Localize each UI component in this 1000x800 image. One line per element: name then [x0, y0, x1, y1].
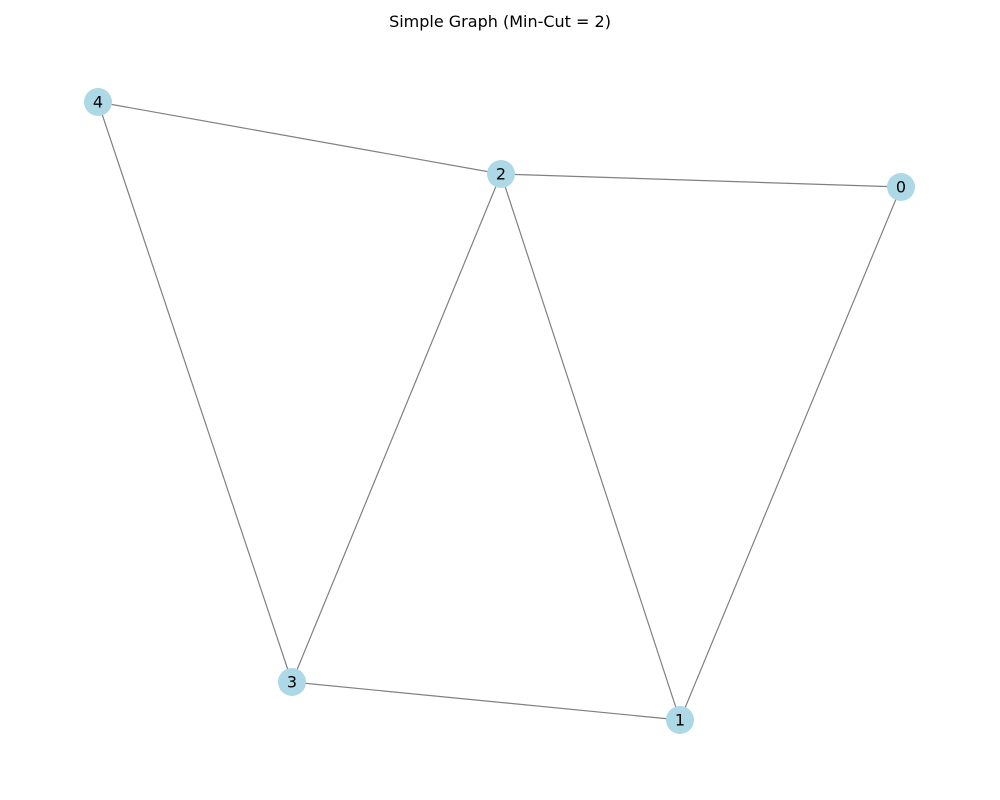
edge-4-2 — [97, 101, 502, 175]
node-circle-1 — [666, 706, 694, 734]
node-label-2: 2 — [496, 165, 506, 184]
edge-3-1 — [291, 681, 681, 721]
node-label-1: 1 — [675, 711, 685, 730]
node-circle-2 — [487, 160, 515, 188]
edge-2-1 — [500, 173, 681, 721]
node-0: 0 — [887, 173, 915, 201]
edge-2-0 — [500, 173, 902, 188]
edge-2-3 — [291, 173, 502, 683]
node-2: 2 — [487, 160, 515, 188]
node-1: 1 — [666, 706, 694, 734]
edges-layer — [97, 101, 902, 721]
node-3: 3 — [278, 668, 306, 696]
node-circle-0 — [887, 173, 915, 201]
node-label-3: 3 — [287, 673, 297, 692]
edge-0-1 — [679, 186, 902, 721]
node-label-4: 4 — [93, 93, 103, 112]
edge-4-3 — [97, 101, 293, 683]
node-circle-4 — [84, 88, 112, 116]
node-circle-3 — [278, 668, 306, 696]
node-4: 4 — [84, 88, 112, 116]
nodes-layer: 0 1 2 3 4 — [84, 88, 915, 734]
node-label-0: 0 — [896, 178, 906, 197]
graph-title: Simple Graph (Min-Cut = 2) — [389, 12, 611, 31]
